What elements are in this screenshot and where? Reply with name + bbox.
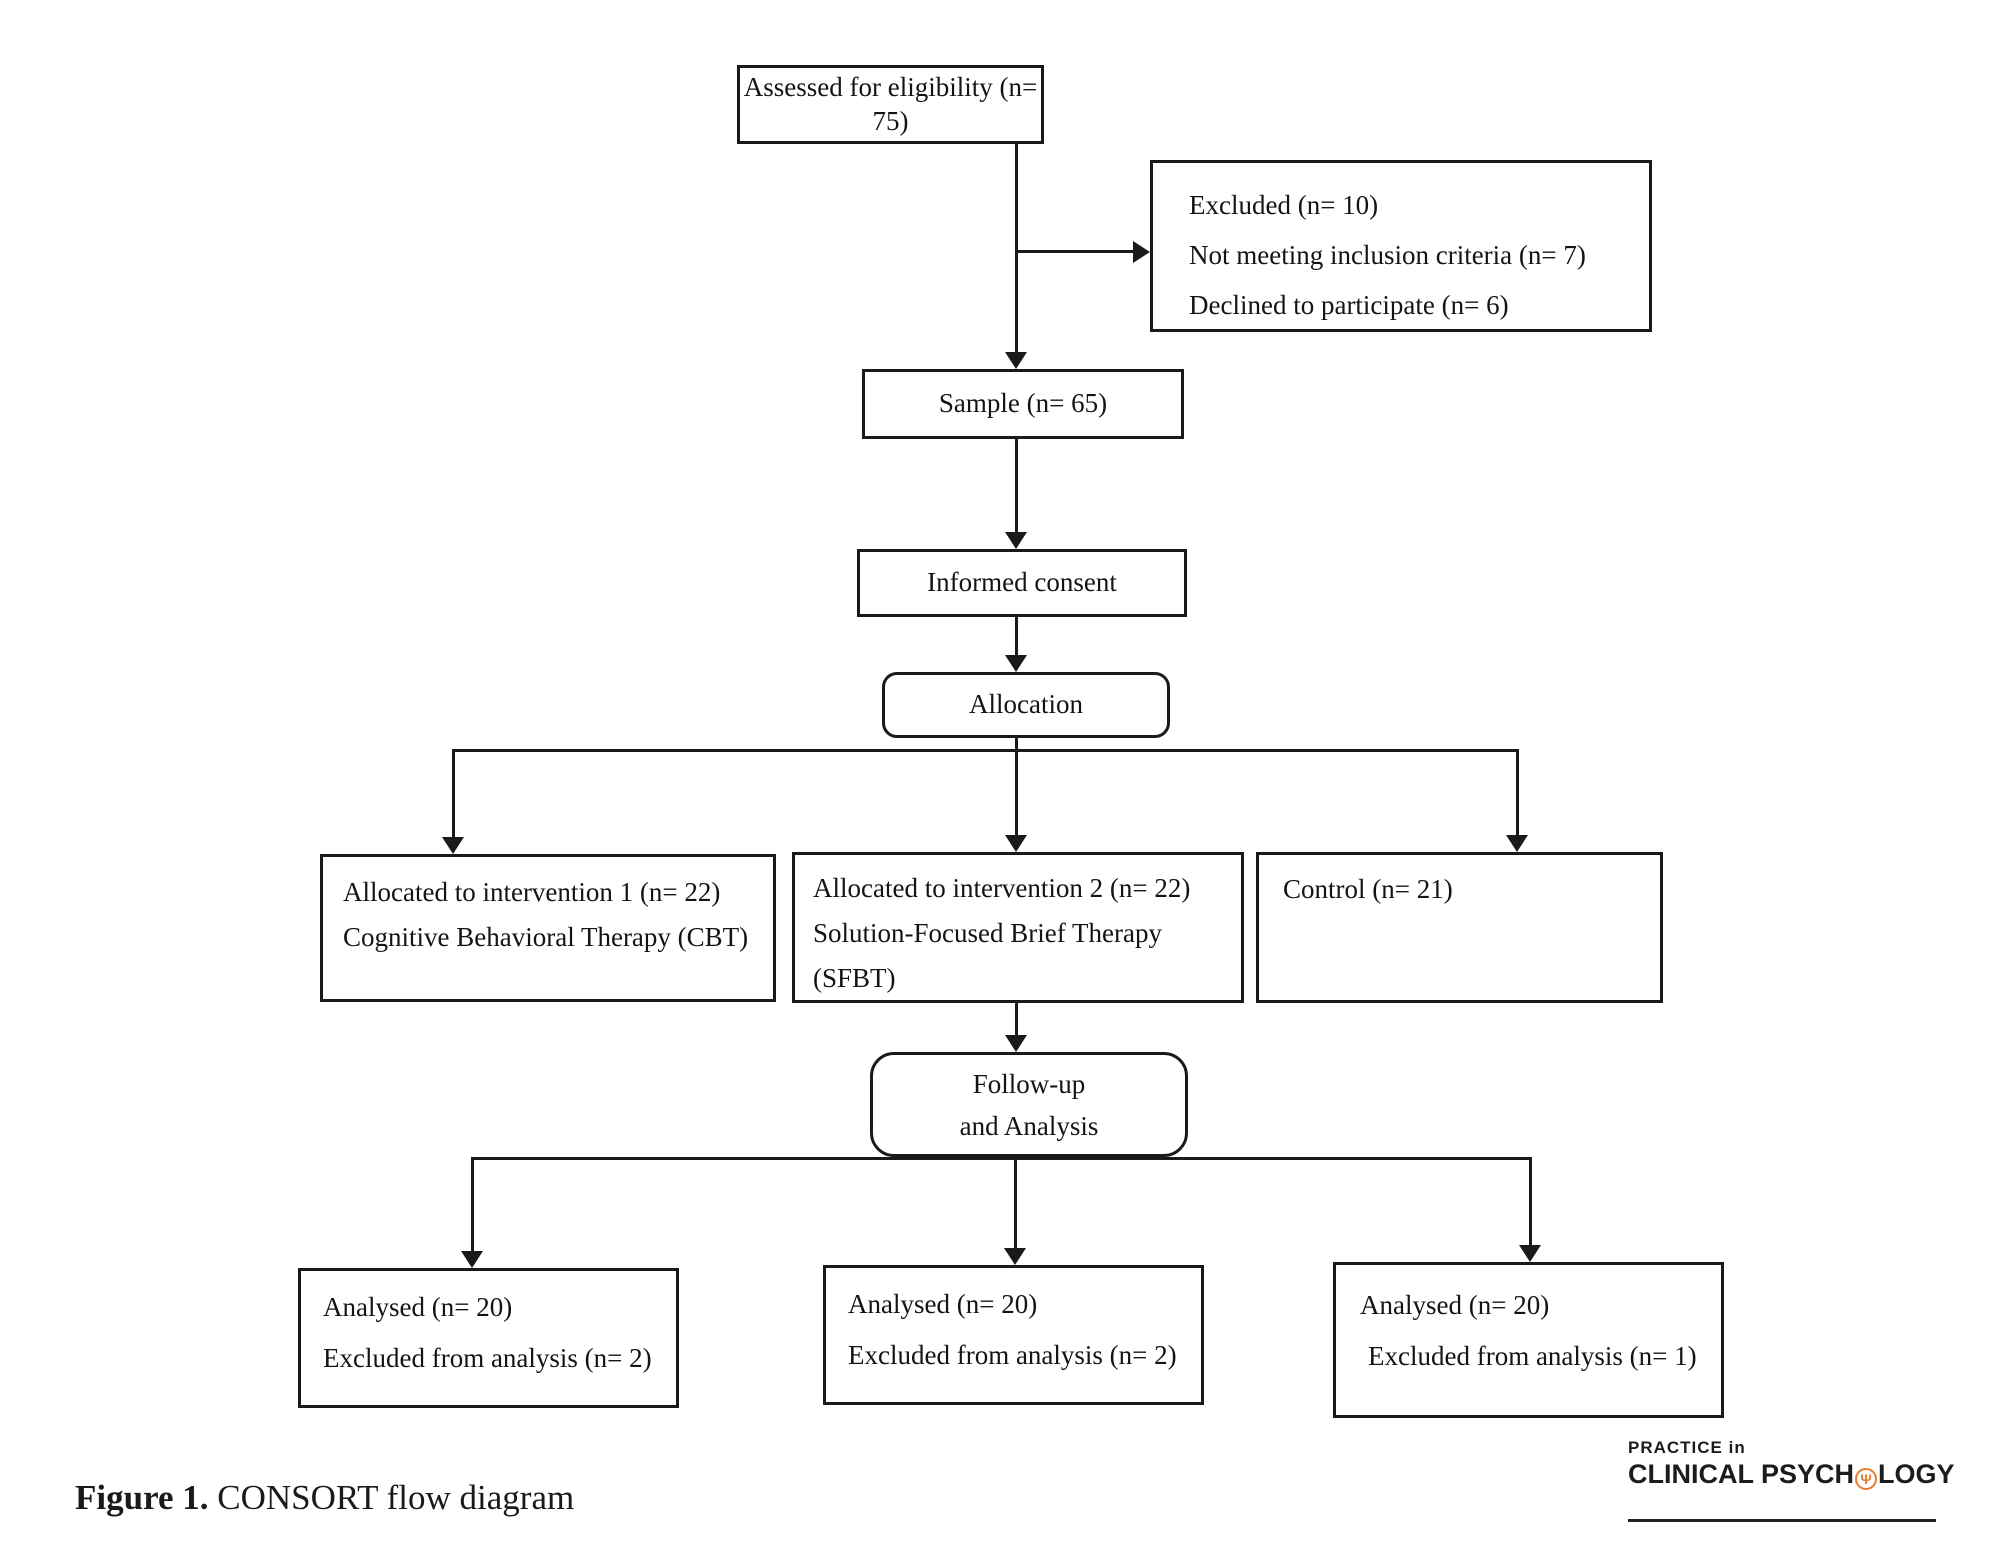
- informed-consent-box: Informed consent: [857, 549, 1187, 617]
- arrowhead-to-analysed-1: [461, 1251, 483, 1268]
- figure-caption: Figure 1. CONSORT flow diagram: [75, 1478, 574, 1518]
- connector-branch-to-control: [1515, 749, 1519, 835]
- excluded-line-1: Excluded (n= 10): [1189, 190, 1379, 220]
- connector-assessed-to-sample: [1014, 144, 1018, 352]
- connector-to-excluded: [1016, 250, 1133, 253]
- connector-branch-to-analysed-2: [1013, 1157, 1017, 1248]
- intervention-2-line-1: Allocated to intervention 2 (n= 22): [813, 873, 1191, 903]
- excluded-line-2: Not meeting inclusion criteria (n= 7): [1189, 240, 1586, 270]
- intervention-2-line-3: (SFBT): [813, 963, 896, 993]
- control-box: Control (n= 21): [1256, 852, 1663, 1003]
- allocation-box: Allocation: [882, 672, 1170, 738]
- arrowhead-to-sample: [1005, 352, 1027, 369]
- analysed-i2-line-1: Analysed (n= 20): [848, 1289, 1038, 1319]
- figure-caption-text: CONSORT flow diagram: [217, 1478, 575, 1517]
- connector-branch-to-intervention-1: [451, 749, 455, 837]
- excluded-box: Excluded (n= 10) Not meeting inclusion c…: [1150, 160, 1652, 332]
- connector-sample-to-consent: [1014, 439, 1018, 532]
- arrowhead-to-intervention-2: [1005, 835, 1027, 852]
- intervention-1-box: Allocated to intervention 1 (n= 22) Cogn…: [320, 854, 776, 1002]
- arrowhead-to-consent: [1005, 532, 1027, 549]
- analysed-intervention-1-box: Analysed (n= 20) Excluded from analysis …: [298, 1268, 679, 1408]
- arrowhead-to-analysed-2: [1004, 1248, 1026, 1265]
- connector-branch-to-analysed-3: [1528, 1157, 1532, 1245]
- journal-logo-line1: PRACTICE in: [1628, 1438, 1746, 1457]
- analysed-i1-line-1: Analysed (n= 20): [323, 1292, 513, 1322]
- analysed-intervention-2-box: Analysed (n= 20) Excluded from analysis …: [823, 1265, 1204, 1405]
- allocation-label: Allocation: [969, 689, 1083, 720]
- connector-consent-to-allocation: [1014, 617, 1018, 655]
- analysed-control-line-1: Analysed (n= 20): [1360, 1290, 1550, 1320]
- assessed-eligibility-label: Assessed for eligibility (n= 75): [743, 71, 1038, 136]
- intervention-1-line-1: Allocated to intervention 1 (n= 22): [343, 877, 721, 907]
- connector-intervention-2-to-followup: [1014, 1003, 1018, 1035]
- allocation-branch-line: [451, 749, 1519, 752]
- follow-up-line-1: Follow-up: [972, 1068, 1086, 1099]
- sample-label: Sample (n= 65): [938, 388, 1108, 419]
- arrowhead-to-followup: [1005, 1035, 1027, 1052]
- arrowhead-to-allocation: [1005, 655, 1027, 672]
- analysis-branch-line: [470, 1157, 1532, 1160]
- arrowhead-to-excluded: [1133, 240, 1150, 263]
- follow-up-analysis-box: Follow-up and Analysis: [870, 1052, 1188, 1157]
- excluded-line-3: Declined to participate (n= 6): [1189, 290, 1509, 320]
- intervention-2-line-2: Solution-Focused Brief Therapy: [813, 918, 1162, 948]
- intervention-2-box: Allocated to intervention 2 (n= 22) Solu…: [792, 852, 1244, 1003]
- arrowhead-to-analysed-3: [1519, 1245, 1541, 1262]
- psi-circle-icon: Ψ: [1855, 1468, 1878, 1490]
- arrowhead-to-intervention-1: [442, 837, 464, 854]
- informed-consent-label: Informed consent: [927, 567, 1117, 598]
- journal-logo-underline: [1628, 1519, 1936, 1522]
- analysed-i2-line-2: Excluded from analysis (n= 2): [848, 1339, 1177, 1370]
- intervention-1-line-2: Cognitive Behavioral Therapy (CBT): [343, 922, 749, 952]
- figure-caption-label: Figure 1.: [75, 1478, 209, 1517]
- assessed-eligibility-box: Assessed for eligibility (n= 75): [737, 65, 1044, 144]
- connector-branch-to-intervention-2: [1014, 749, 1018, 835]
- journal-logo-line2-after: LOGY: [1878, 1459, 1955, 1489]
- control-label: Control (n= 21): [1283, 874, 1453, 904]
- journal-logo-line2-before: CLINICAL PSYCH: [1628, 1459, 1855, 1489]
- sample-box: Sample (n= 65): [862, 369, 1184, 439]
- analysed-i1-line-2: Excluded from analysis (n= 2): [323, 1342, 652, 1373]
- follow-up-line-2: and Analysis: [959, 1110, 1099, 1141]
- analysed-control-box: Analysed (n= 20) Excluded from analysis …: [1333, 1262, 1724, 1418]
- connector-allocation-to-branch: [1014, 738, 1018, 752]
- arrowhead-to-control: [1506, 835, 1528, 852]
- connector-branch-to-analysed-1: [470, 1157, 474, 1251]
- analysed-control-line-2: Excluded from analysis (n= 1): [1368, 1340, 1697, 1371]
